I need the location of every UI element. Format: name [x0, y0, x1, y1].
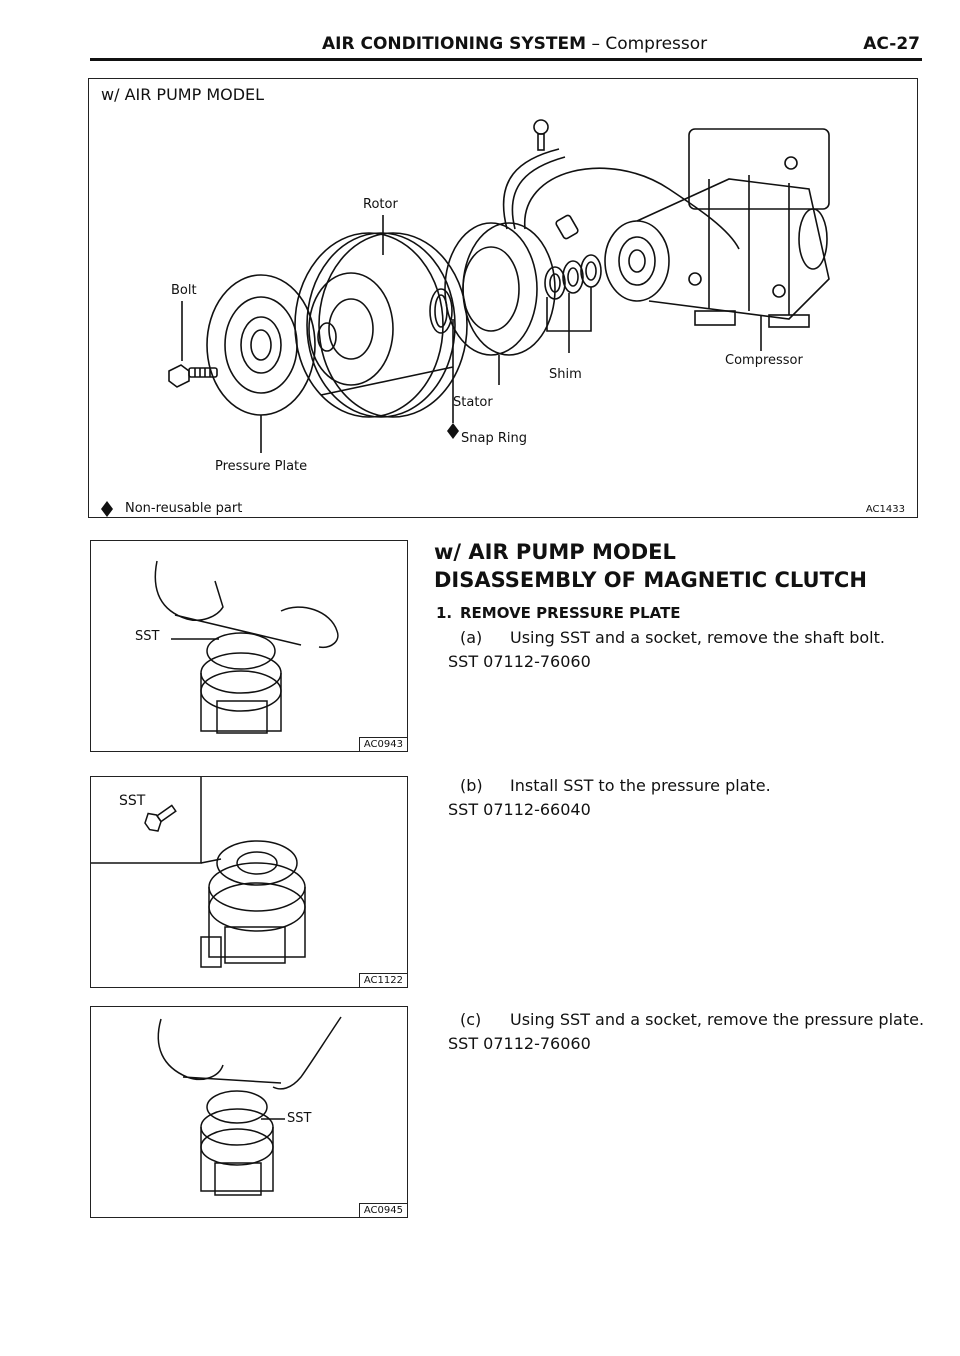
figure-caption: w/ AIR PUMP MODEL	[101, 85, 265, 104]
snap-ring-nonreusable-marker	[447, 423, 459, 439]
side-figure-1-sst-label: SST	[135, 629, 160, 644]
top-bolt-part	[533, 119, 549, 151]
shim-parts	[544, 254, 602, 300]
snap-ring-part	[429, 288, 453, 334]
side-figure-1-code: AC0943	[358, 737, 408, 752]
label-bolt: Bolt	[171, 283, 197, 298]
header-section: AIR CONDITIONING SYSTEM	[322, 34, 587, 54]
side-figure-2: SST AC1122	[90, 776, 408, 988]
side-figure-2-code: AC1122	[358, 973, 408, 988]
header-subsection: Compressor	[605, 34, 708, 54]
step-1a-text: Using SST and a socket, remove the shaft…	[510, 628, 885, 647]
exploded-view-drawing	[101, 119, 830, 517]
bolt-part	[168, 364, 218, 388]
side-figure-3: SST AC0945	[90, 1006, 408, 1218]
side-figure-3-drawing	[157, 1016, 342, 1196]
label-pressure-plate: Pressure Plate	[215, 459, 308, 474]
step-1c-label: (c)	[460, 1010, 482, 1029]
label-compressor: Compressor	[725, 353, 803, 368]
step-1b-label: (b)	[460, 776, 483, 795]
stator-part	[444, 148, 579, 356]
side-figure-3-code: AC0945	[358, 1203, 408, 1218]
step-1a-sst: SST 07112-76060	[448, 652, 591, 671]
rotor-part	[294, 232, 468, 418]
page-code: AC-27	[863, 34, 920, 54]
side-figure-3-sst-label: SST	[287, 1111, 312, 1126]
legend-diamond	[101, 501, 113, 517]
exploded-view-figure: w/ AIR PUMP MODEL	[88, 78, 918, 518]
step-1c-sst: SST 07112-76060	[448, 1034, 591, 1053]
compressor-part	[604, 128, 830, 328]
step-1-number: 1.	[436, 604, 453, 622]
side-figure-2-sst-label: SST	[119, 793, 146, 809]
page-header-title: AIR CONDITIONING SYSTEM – Compressor	[322, 34, 707, 54]
step-1-title: REMOVE PRESSURE PLATE	[460, 604, 681, 622]
header-separator: –	[591, 34, 600, 54]
step-1b-text: Install SST to the pressure plate.	[510, 776, 771, 795]
step-1b-sst: SST 07112-66040	[448, 800, 591, 819]
side-figure-1: SST AC0943	[90, 540, 408, 752]
side-figure-1-drawing	[154, 560, 339, 734]
model-heading: w/ AIR PUMP MODEL	[434, 540, 676, 564]
side-figure-2-drawing	[91, 777, 306, 968]
legend-text: Non-reusable part	[125, 501, 243, 516]
figure-code: AC1433	[865, 504, 905, 515]
label-rotor: Rotor	[363, 197, 398, 212]
label-shim: Shim	[549, 367, 582, 382]
step-1a-label: (a)	[460, 628, 483, 647]
section-title: DISASSEMBLY OF MAGNETIC CLUTCH	[434, 568, 867, 592]
label-snap-ring: Snap Ring	[461, 431, 527, 446]
label-stator: Stator	[453, 395, 493, 410]
step-1c-text: Using SST and a socket, remove the press…	[510, 1010, 925, 1029]
header-rule	[90, 58, 922, 61]
